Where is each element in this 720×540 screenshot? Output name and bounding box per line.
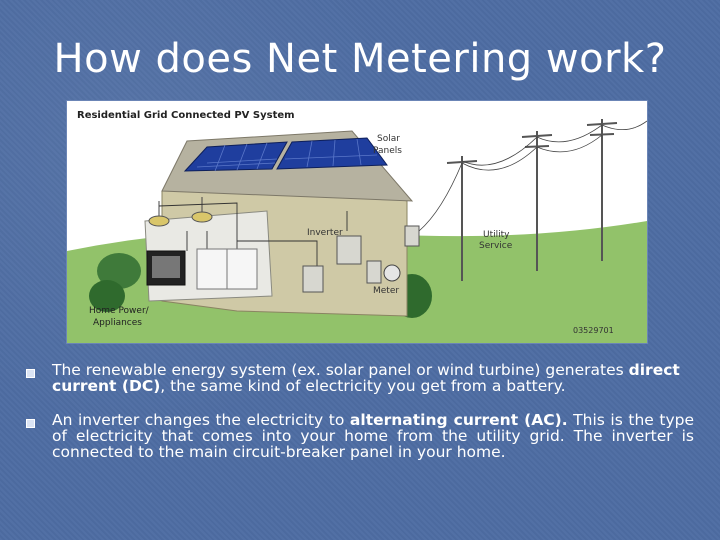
dryer-appliance — [226, 248, 258, 290]
bullet-text: The renewable energy system (ex. solar p… — [52, 362, 694, 394]
label-meter: Meter — [373, 286, 399, 296]
label-solar-panels-2: Panels — [373, 146, 402, 156]
bullet-item: The renewable energy system (ex. solar p… — [24, 362, 694, 394]
washer-appliance — [196, 248, 228, 290]
bullet-square-icon — [26, 419, 35, 428]
ceiling-lamps — [148, 197, 213, 227]
inverter-box — [336, 235, 362, 265]
bullet-text-bold: direct current (DC) — [52, 361, 680, 395]
label-home-power: Home Power/ — [89, 306, 150, 316]
label-utility: Utility — [483, 230, 510, 240]
bullet-square-icon — [26, 369, 35, 378]
shrub-left-2 — [89, 280, 125, 312]
bullet-text-post: This is the type of electricity that com… — [52, 411, 695, 461]
utility-poles — [446, 119, 618, 281]
solar-panel-array — [183, 137, 388, 172]
house-wiring — [158, 202, 348, 266]
pv-system-diagram: Residential Grid Connected PV System Sol… — [66, 100, 648, 344]
label-solar-panels: Solar — [377, 134, 400, 144]
slide-title: How does Net Metering work? — [53, 36, 667, 82]
shrub-left — [97, 253, 141, 289]
bullet-text-post: , the same kind of electricity you get f… — [160, 377, 566, 395]
breaker-panel — [302, 265, 324, 293]
figure-id: 03529701 — [573, 326, 614, 335]
label-utility-2: Service — [479, 241, 513, 251]
bullet-list: The renewable energy system (ex. solar p… — [24, 362, 694, 478]
power-lines — [418, 120, 647, 232]
bullet-text-pre: The renewable energy system (ex. solar p… — [52, 361, 629, 379]
meter-box — [366, 260, 382, 284]
pv-diagram-illustration: Residential Grid Connected PV System Sol… — [67, 101, 647, 343]
diagram-heading: Residential Grid Connected PV System — [77, 110, 295, 121]
bullet-text-bold: alternating current (AC). — [349, 411, 568, 429]
service-disconnect — [404, 225, 420, 247]
bullet-text: An inverter changes the electricity to a… — [52, 412, 694, 460]
label-appliances: Appliances — [93, 318, 142, 328]
bullet-item: An inverter changes the electricity to a… — [24, 412, 694, 460]
meter-dial — [383, 264, 401, 282]
label-inverter: Inverter — [307, 228, 343, 238]
bullet-text-pre: An inverter changes the electricity to — [52, 411, 350, 429]
